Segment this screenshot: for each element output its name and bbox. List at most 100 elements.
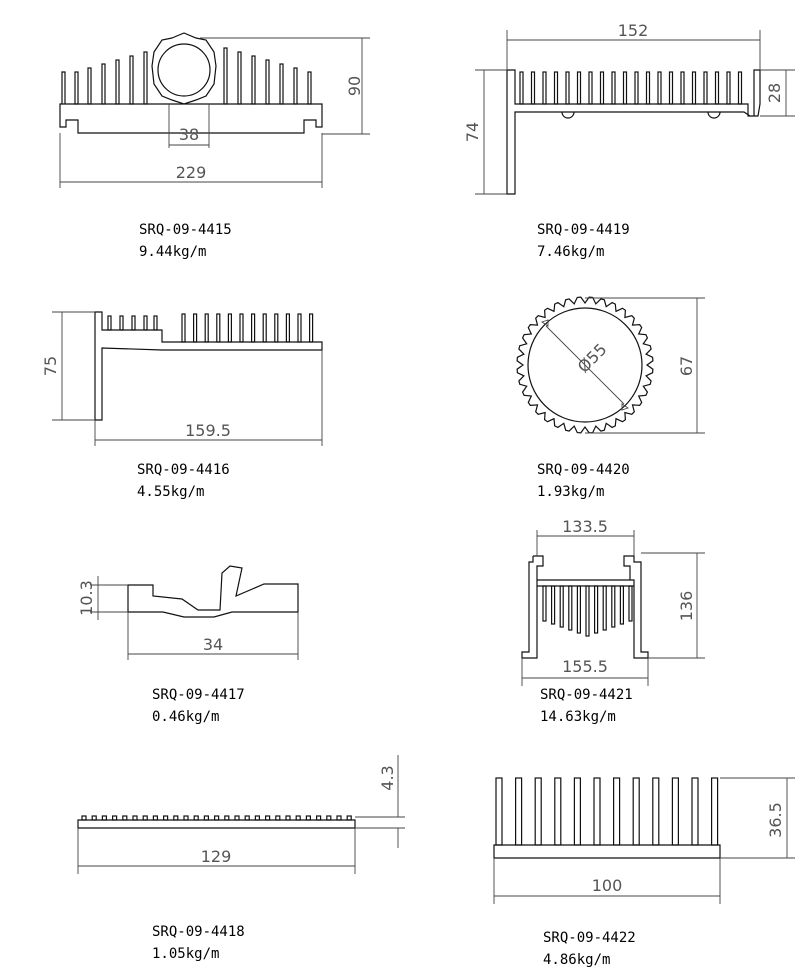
profile-4420-code: SRQ-09-4420 — [537, 462, 630, 478]
fin — [576, 585, 582, 634]
fin — [87, 67, 92, 105]
profile-4420-label: SRQ-09-4420 1.93kg/m — [537, 459, 630, 503]
fin — [297, 313, 302, 343]
fin — [737, 71, 743, 105]
profile-4421-drawing: 133.5 136 155.5 — [521, 517, 705, 686]
fin — [216, 313, 221, 343]
profile-4419-groove-right — [707, 111, 721, 119]
fin — [632, 777, 640, 846]
profile-4420-weight: 1.93kg/m — [537, 484, 605, 500]
fin — [645, 71, 651, 105]
profile-4418-code: SRQ-09-4418 — [152, 924, 245, 940]
profile-4422-fins — [495, 777, 719, 846]
dim-4415-width: 229 — [176, 163, 207, 182]
fin — [239, 313, 244, 343]
rib — [101, 815, 108, 821]
fin — [519, 71, 524, 105]
fin — [726, 71, 731, 105]
profile-4418-label: SRQ-09-4418 1.05kg/m — [152, 921, 245, 965]
fin — [181, 313, 186, 343]
fin — [119, 315, 124, 331]
dim-line-diameter — [540, 319, 630, 411]
dim-line-75 — [52, 311, 95, 421]
profile-4422-code: SRQ-09-4422 — [543, 930, 636, 946]
profile-4418-weight: 1.05kg/m — [152, 946, 220, 962]
fin — [74, 71, 79, 105]
profile-4419-weight: 7.46kg/m — [537, 244, 605, 260]
rib — [244, 815, 250, 821]
dim-4422-width: 100 — [592, 876, 623, 895]
rib — [265, 815, 271, 821]
dim-4421-width: 155.5 — [562, 657, 608, 676]
profile-4418-drawing: 4.3 129 — [77, 755, 405, 874]
dim-line-36-5 — [720, 777, 795, 859]
fin — [703, 71, 708, 105]
profile-4415-label: SRQ-09-4415 9.44kg/m — [139, 219, 232, 263]
profile-4419-label: SRQ-09-4419 7.46kg/m — [537, 219, 630, 263]
profile-4416-code: SRQ-09-4416 — [137, 462, 230, 478]
profile-4416-outline — [94, 311, 323, 421]
dim-line-136 — [641, 552, 705, 659]
fin — [143, 51, 148, 105]
profile-4421-code: SRQ-09-4421 — [540, 687, 633, 703]
rib — [163, 815, 169, 821]
dim-4421-top-width: 133.5 — [562, 517, 608, 536]
rib — [132, 815, 138, 821]
profile-4417-code: SRQ-09-4417 — [152, 687, 245, 703]
fin — [710, 777, 719, 846]
rib — [305, 815, 311, 821]
fin — [129, 55, 134, 105]
dim-line-229 — [59, 133, 323, 188]
dim-line-129 — [77, 828, 356, 874]
fin — [514, 777, 523, 846]
profile-4416-fins — [107, 313, 314, 343]
fin — [193, 313, 198, 343]
rib — [234, 815, 240, 821]
dim-4419-width: 152 — [618, 21, 649, 40]
profile-4419-code: SRQ-09-4419 — [537, 222, 630, 238]
profile-4415-tube-bore — [157, 43, 211, 97]
dim-line-28 — [760, 69, 795, 117]
fin — [593, 585, 599, 634]
dim-4419-fin-height: 28 — [765, 83, 784, 103]
profile-4420-drawing: Ø55 67 — [516, 296, 705, 434]
fin — [143, 315, 148, 331]
profile-4421-outline — [521, 555, 649, 659]
fin — [611, 71, 616, 105]
profile-4415-fins — [74, 47, 312, 105]
fin — [534, 777, 542, 846]
fin — [576, 71, 582, 105]
fin — [237, 51, 242, 105]
fin — [223, 47, 228, 105]
fin — [634, 71, 639, 105]
dim-4422-height: 36.5 — [766, 802, 785, 838]
profile-4421-label: SRQ-09-4421 14.63kg/m — [540, 684, 633, 728]
profile-4419-outline — [506, 69, 761, 195]
fin — [554, 777, 562, 846]
fin — [553, 71, 559, 105]
fin — [652, 777, 660, 846]
fin — [602, 585, 607, 631]
dim-4418-width: 129 — [201, 847, 232, 866]
fin — [530, 71, 536, 105]
rib — [193, 815, 199, 821]
rib — [142, 815, 148, 821]
fin — [668, 71, 674, 105]
profile-4415-drawing: 90 38 229 — [59, 32, 370, 188]
fin — [274, 313, 279, 343]
rib — [316, 815, 322, 821]
profile-4422-drawing: 36.5 100 — [493, 777, 795, 904]
rib — [336, 815, 342, 821]
profile-4416-label: SRQ-09-4416 4.55kg/m — [137, 459, 230, 503]
rib — [91, 815, 97, 821]
fin — [293, 67, 298, 105]
fin — [153, 315, 158, 331]
profile-4419-drawing: 152 28 74 — [463, 21, 795, 195]
dim-4419-height: 74 — [463, 122, 482, 142]
fin — [622, 71, 628, 105]
fin — [251, 55, 256, 105]
rib — [203, 815, 209, 821]
profile-4422-outline — [493, 844, 721, 859]
dim-line-133-5 — [536, 530, 635, 556]
